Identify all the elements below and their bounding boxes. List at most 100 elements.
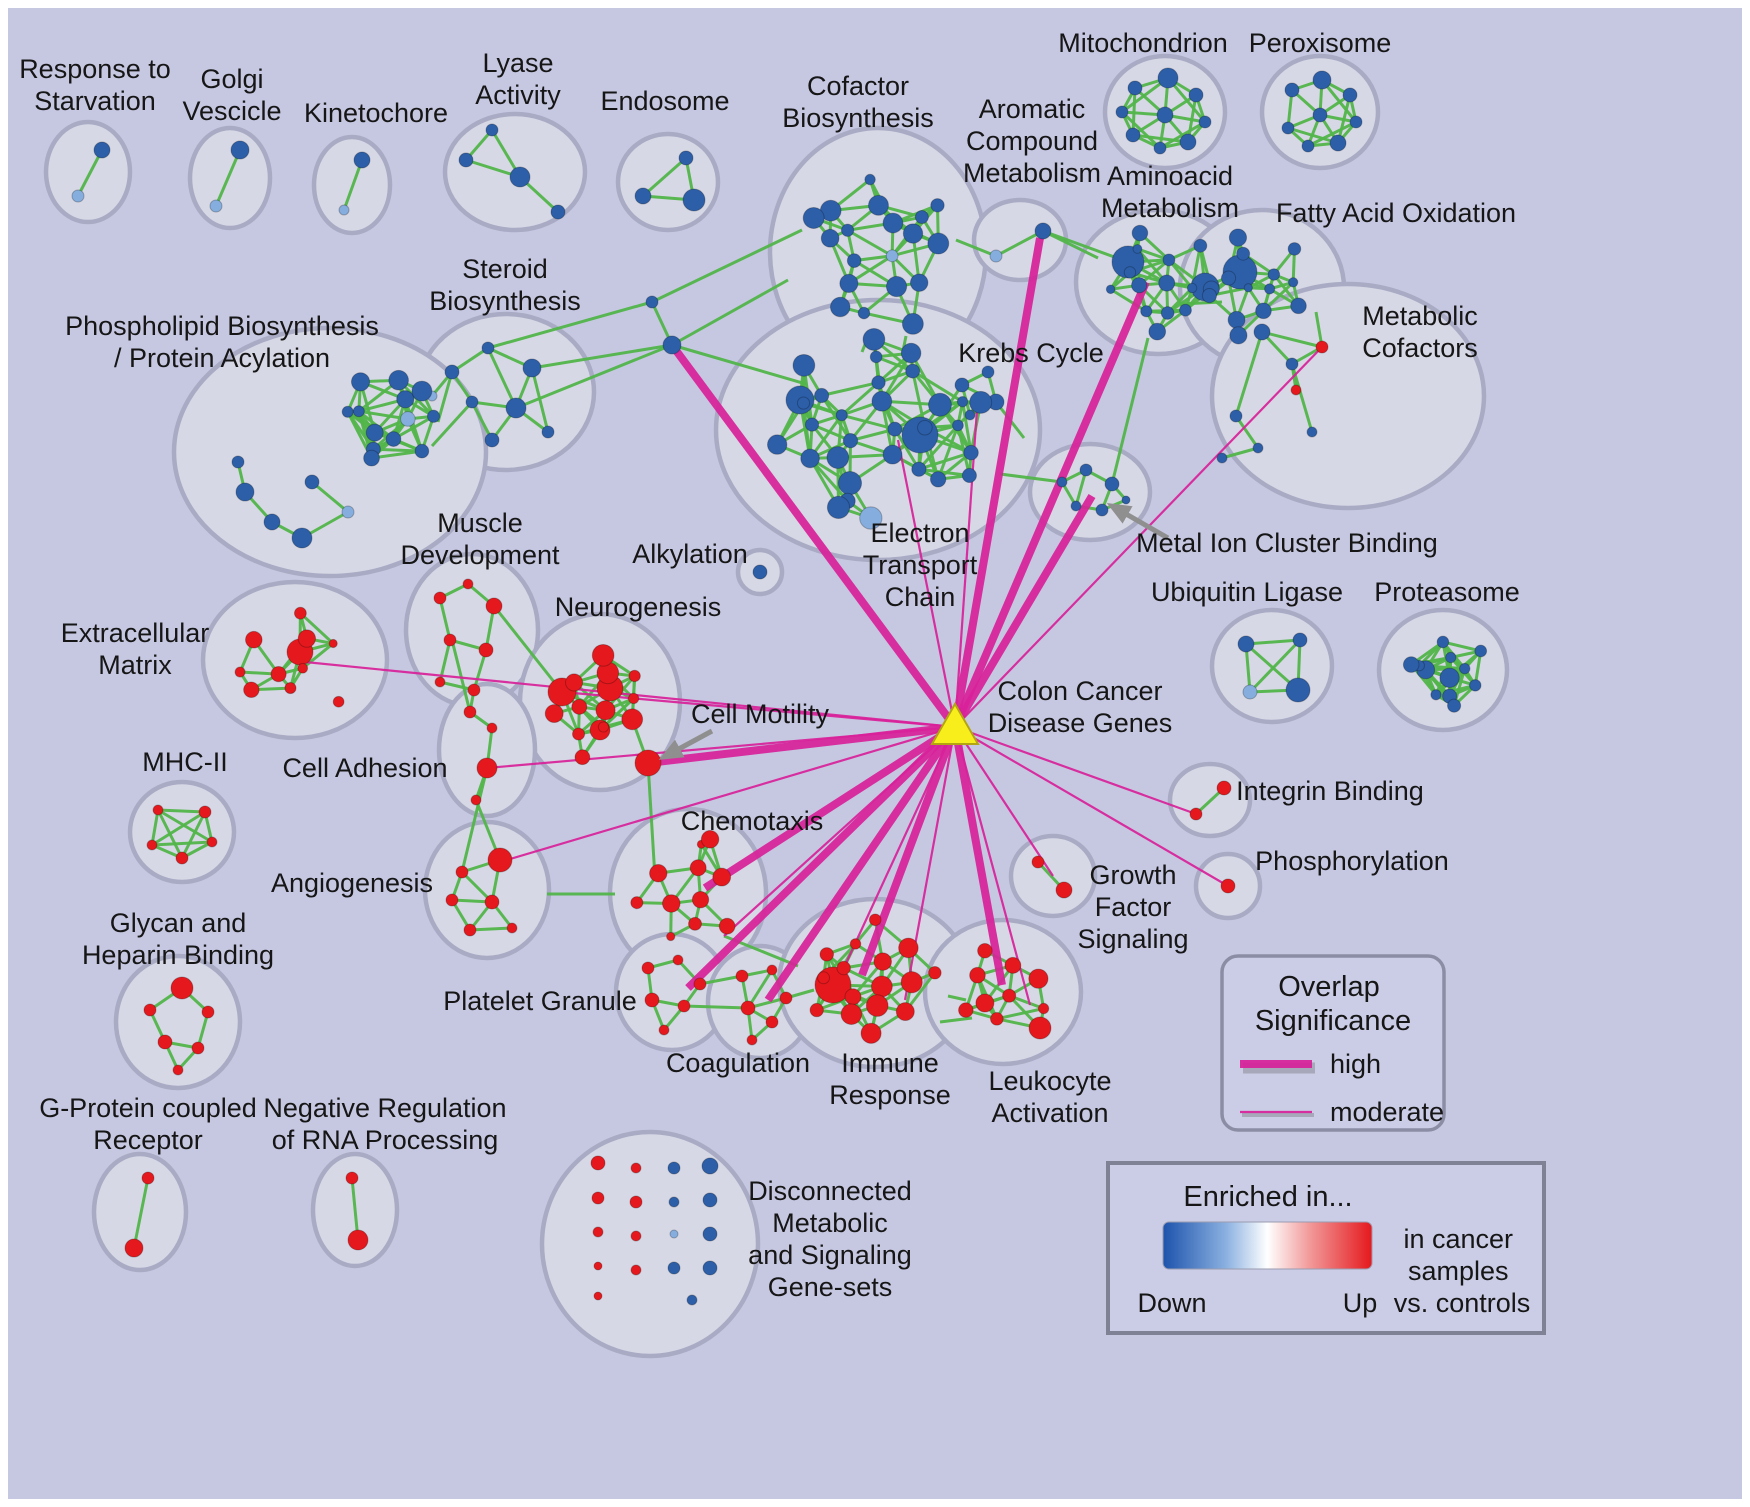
gene-set-node	[175, 851, 189, 865]
green-edge	[1244, 643, 1252, 693]
overlap-edge-moderate	[954, 725, 1197, 816]
gene-set-node	[1281, 121, 1295, 135]
gene-set-node-layer	[71, 67, 1488, 1306]
gene-set-node	[297, 629, 317, 648]
gene-set-node	[1342, 87, 1358, 103]
gene-set-node	[201, 1005, 215, 1019]
gene-set-node	[1227, 310, 1246, 329]
green-edge	[180, 811, 207, 859]
green-edge	[214, 149, 242, 207]
gene-set-node	[740, 1000, 756, 1016]
green-edge	[530, 367, 550, 433]
label-chemotaxis: Chemotaxis	[681, 806, 824, 836]
inter-cluster-edge	[492, 605, 564, 693]
gene-set-node	[885, 249, 899, 263]
gene-set-node	[463, 705, 477, 719]
gene-set-node	[630, 1230, 642, 1242]
overlap-edge-high	[951, 280, 1150, 729]
label-coagulation: Coagulation	[666, 1048, 810, 1078]
inter-cluster-edge	[699, 974, 743, 986]
gene-set-node	[146, 839, 158, 851]
gene-set-node	[882, 444, 903, 465]
green-edge	[469, 926, 513, 932]
metal-ion-pointer-arrow	[1106, 503, 1170, 541]
gene-set-node	[234, 666, 246, 678]
overlap-edge-moderate	[953, 726, 1032, 1006]
gene-set-node	[644, 992, 660, 1008]
gene-set-node	[1287, 277, 1299, 288]
gene-set-node	[565, 673, 584, 692]
gene-set-node	[1242, 684, 1258, 700]
gene-set-node	[668, 1196, 680, 1208]
overlap-edge-moderate	[486, 725, 956, 770]
green-edge	[76, 149, 104, 197]
green-edge	[1109, 287, 1148, 313]
overlap-edge-high	[858, 725, 959, 977]
gene-set-node	[898, 937, 919, 959]
gene-set-node	[869, 350, 883, 364]
gene-set-node	[1132, 243, 1143, 254]
gene-set-node	[658, 1024, 670, 1036]
gene-set-node	[691, 891, 710, 909]
gene-set-node	[590, 1155, 606, 1171]
gene-set-node	[1430, 689, 1442, 701]
green-edge	[821, 381, 879, 397]
inter-cluster-edge	[1110, 337, 1150, 485]
gene-set-node	[1125, 127, 1141, 143]
gene-set-node	[1201, 288, 1217, 304]
gene-set-node	[844, 988, 862, 1006]
gene-set-node	[1436, 635, 1450, 649]
gene-set-node	[688, 916, 703, 931]
gene-set-node	[353, 151, 371, 169]
gene-set-node	[857, 306, 871, 320]
gene-set-node	[661, 894, 681, 913]
gene-set-node	[819, 947, 835, 962]
label-integrin-binding: Integrin Binding	[1236, 776, 1424, 806]
gene-set-node	[1439, 667, 1460, 688]
gene-set-node	[1153, 141, 1167, 155]
gene-set-node	[1140, 305, 1153, 318]
gene-set-node	[1037, 1002, 1050, 1015]
gene-set-node	[1188, 87, 1204, 103]
overlap-edge-high	[685, 724, 958, 991]
gene-set-node	[929, 471, 947, 488]
gene-set-node	[928, 965, 942, 980]
gene-set-node	[1105, 284, 1116, 295]
gene-set-node	[870, 975, 893, 998]
gene-set-node	[669, 1229, 679, 1239]
label-ubiquitin-ligase: Ubiquitin Ligase	[1151, 577, 1343, 607]
inter-cluster-edge	[947, 994, 967, 1002]
overlap-edge-moderate	[561, 690, 956, 729]
gene-set-node	[712, 867, 732, 887]
overlap-edge-high	[668, 342, 959, 730]
label-krebs-cycle: Krebs Cycle	[958, 338, 1104, 368]
label-kinetochore: Kinetochore	[304, 98, 448, 128]
gene-set-node	[1287, 242, 1302, 256]
gene-set-node	[1127, 80, 1143, 96]
gene-set-node	[1156, 106, 1174, 124]
gene-set-node	[411, 380, 433, 402]
gene-set-node	[779, 991, 793, 1005]
gene-set-node	[969, 966, 986, 984]
gene-set-node	[71, 189, 85, 203]
cluster-disconnected-gene-sets	[539, 1129, 761, 1359]
gene-set-node	[243, 681, 260, 699]
green-edge	[1221, 446, 1259, 460]
gene-set-node	[1236, 246, 1251, 261]
gene-set-node	[465, 395, 479, 409]
gene-set-node	[630, 1162, 642, 1174]
green-edge	[1245, 638, 1301, 646]
gene-set-node	[911, 461, 927, 477]
colon-cancer-hub-triangle	[930, 701, 980, 745]
gene-set-node	[1031, 855, 1045, 869]
gene-set-node	[672, 954, 684, 966]
gene-set-node	[1284, 82, 1300, 98]
gene-set-node	[1445, 651, 1457, 664]
gene-set-node	[682, 188, 706, 212]
green-edge	[918, 467, 970, 477]
